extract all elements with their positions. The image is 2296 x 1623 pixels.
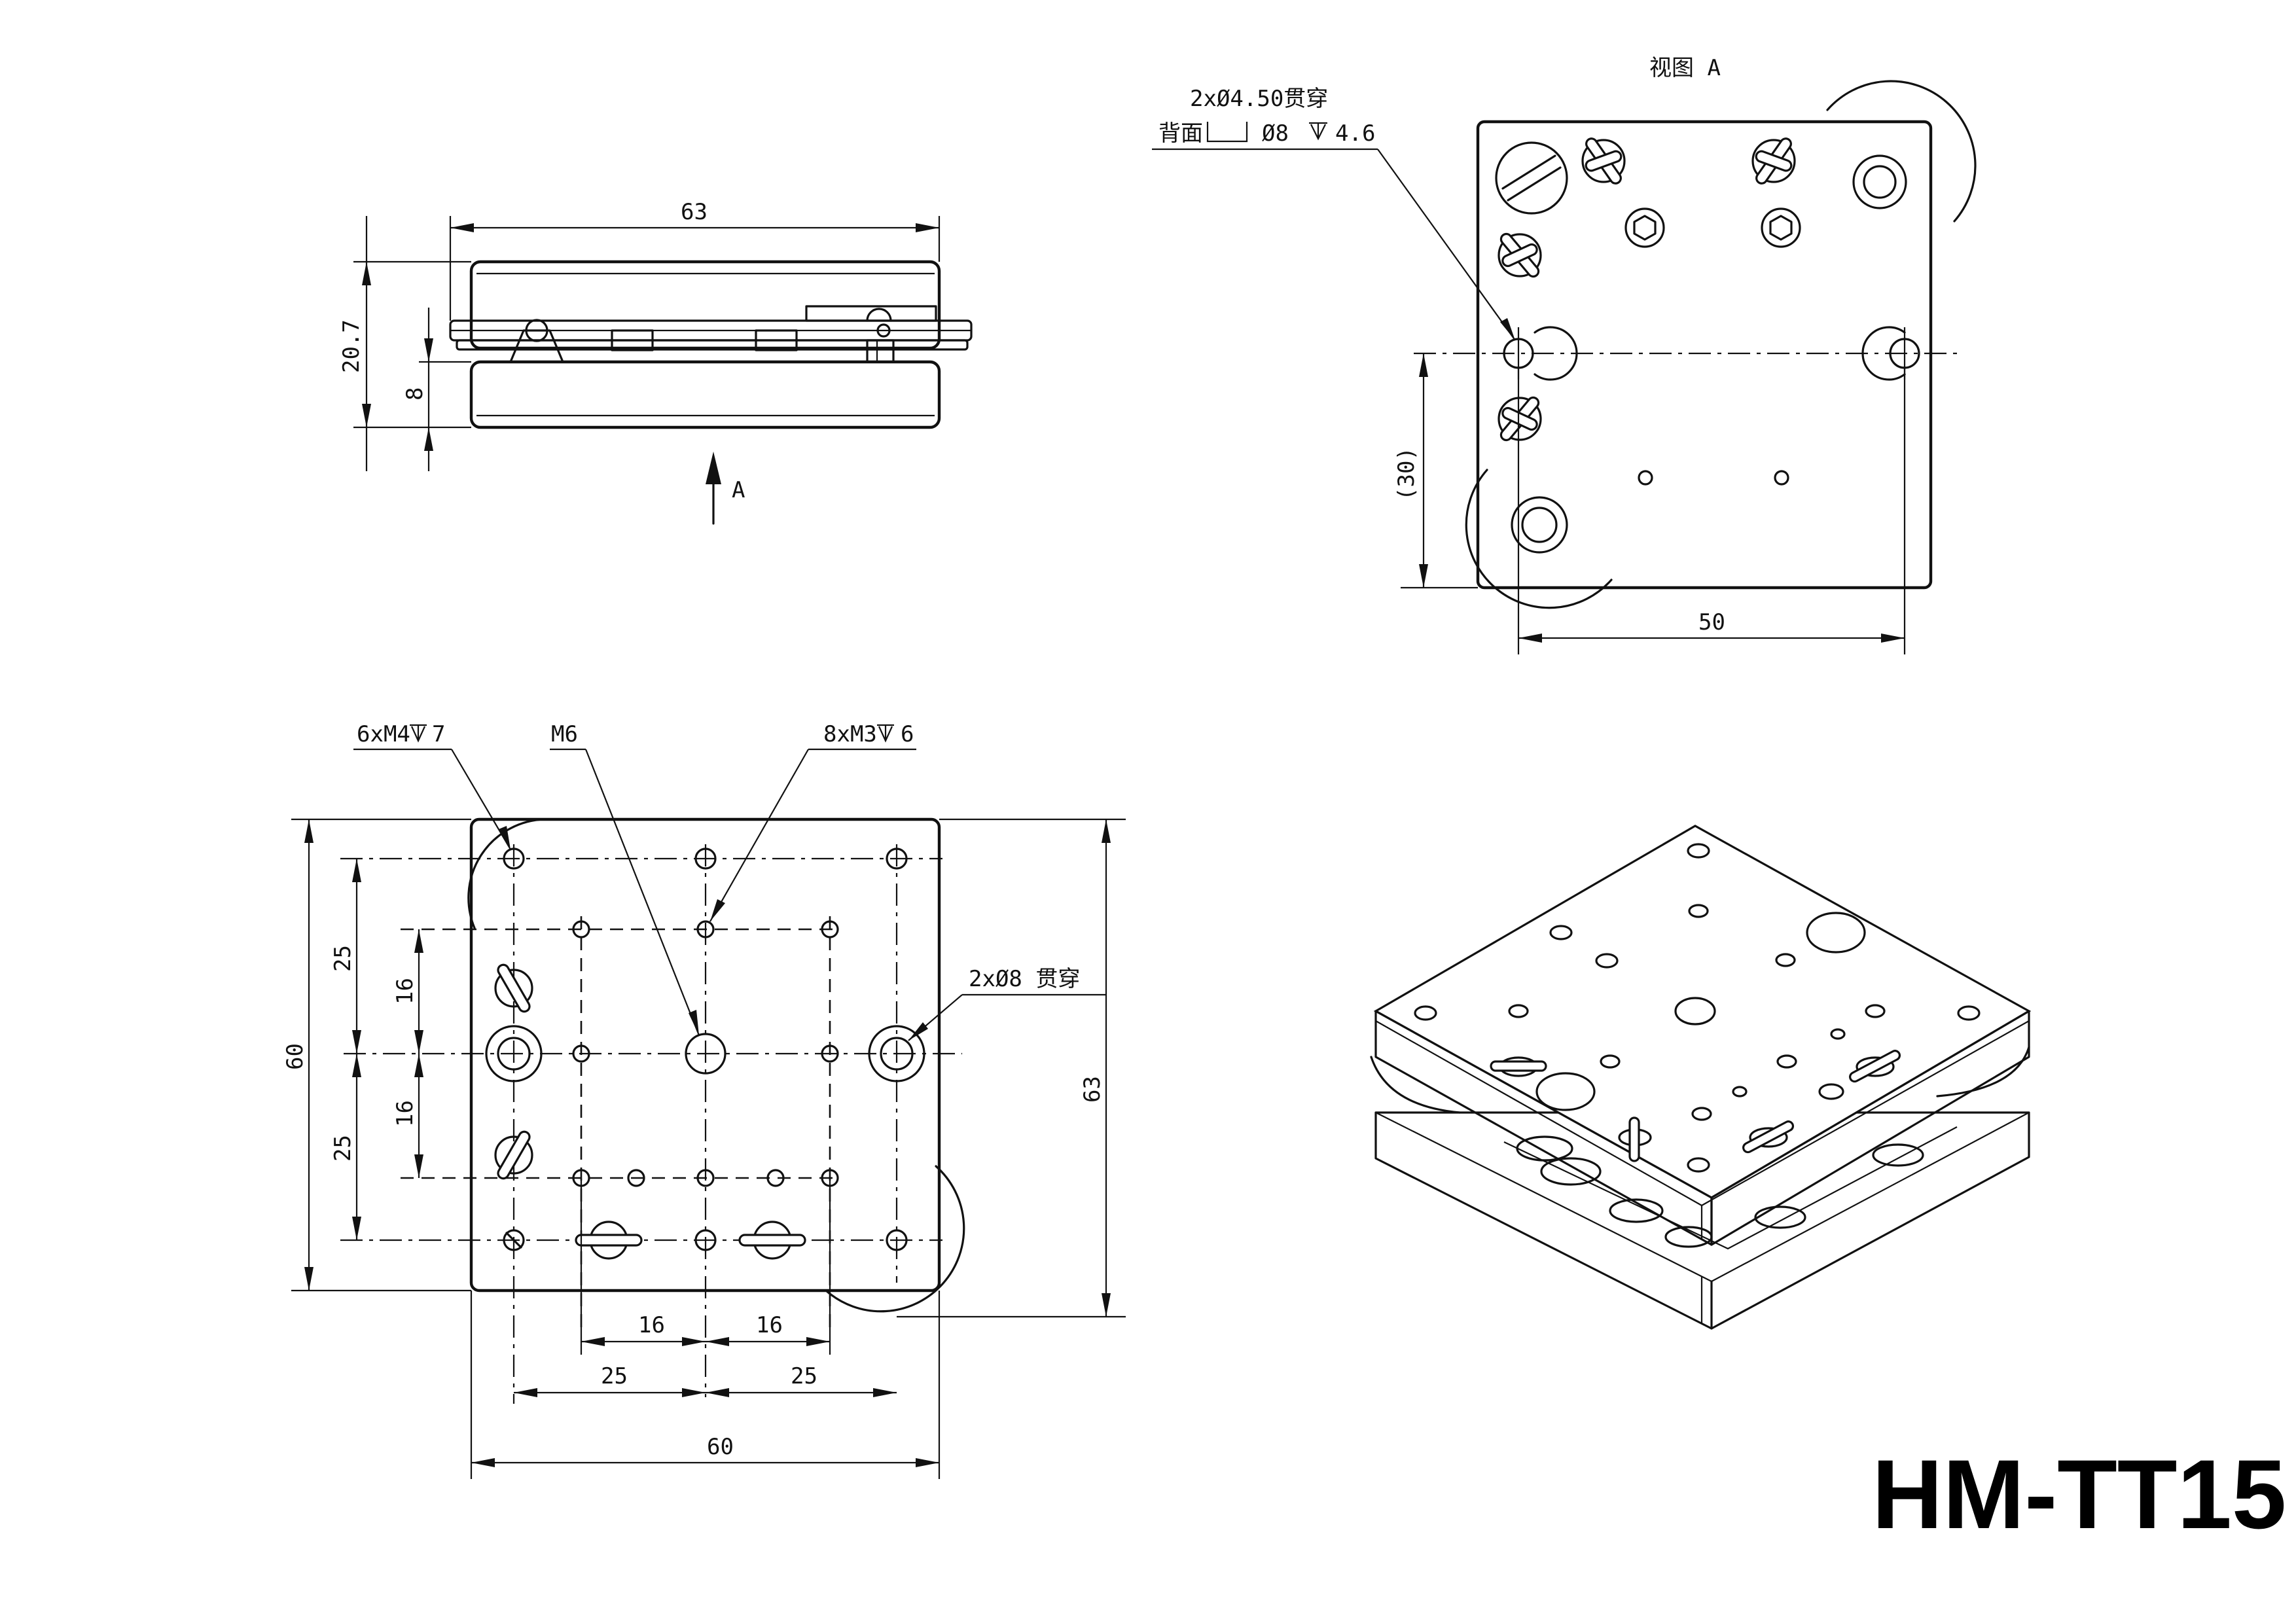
dim-side-height: 20.7 [338, 319, 365, 373]
dim-top-height-right: 63 [1079, 1076, 1105, 1103]
dim-left-16a: 16 [392, 978, 418, 1005]
view-arrow-label: A [732, 477, 745, 503]
callout-hole45-line2-dia: Ø8 [1262, 120, 1289, 147]
view-a-screw-2 [1751, 137, 1796, 185]
view-a-screw-4 [1498, 396, 1542, 442]
dim-bottom-25a: 25 [601, 1363, 628, 1389]
dim-top-height-left: 60 [282, 1043, 308, 1070]
dim-bottom-25b: 25 [791, 1363, 817, 1389]
view-a: 视图 A [1152, 55, 1977, 654]
model-title: HM-TT15 [1872, 1439, 2286, 1549]
isometric-view [1370, 825, 2032, 1330]
callout-m4-depth: 7 [432, 721, 445, 747]
dim-left-25a: 25 [330, 945, 356, 972]
dim-top-width: 60 [707, 1434, 734, 1460]
dim-left-16b: 16 [392, 1100, 418, 1127]
dim-va-offset: (30) [1393, 447, 1420, 501]
callout-m3-depth: 6 [901, 721, 914, 747]
side-view: 63 20.7 8 A [338, 199, 973, 525]
dim-bottom-16a: 16 [638, 1312, 665, 1338]
callout-through8: 2xØ8 贯穿 [969, 966, 1080, 992]
view-a-label: 视图 A [1649, 55, 1721, 81]
callout-m4: 6xM4 [357, 721, 410, 747]
callout-hole45-line1: 2xØ4.50贯穿 [1190, 86, 1328, 112]
view-a-screw-1 [1581, 137, 1626, 185]
callout-m6: M6 [551, 721, 578, 747]
callout-m3: 8xM3 [823, 721, 877, 747]
dim-side-width: 63 [681, 199, 708, 225]
dim-side-lower: 8 [402, 387, 428, 401]
callout-hole45-line2-depth: 4.6 [1335, 120, 1375, 147]
view-a-screw-3 [1498, 232, 1542, 278]
dim-va-width: 50 [1698, 609, 1725, 635]
top-view: 6xM4 7 M6 8xM3 6 2xØ8 贯穿 60 [282, 721, 1126, 1479]
callout-hole45-line2-prefix: 背面 [1158, 120, 1203, 147]
dim-left-25b: 25 [330, 1135, 356, 1162]
dim-bottom-16b: 16 [756, 1312, 783, 1338]
